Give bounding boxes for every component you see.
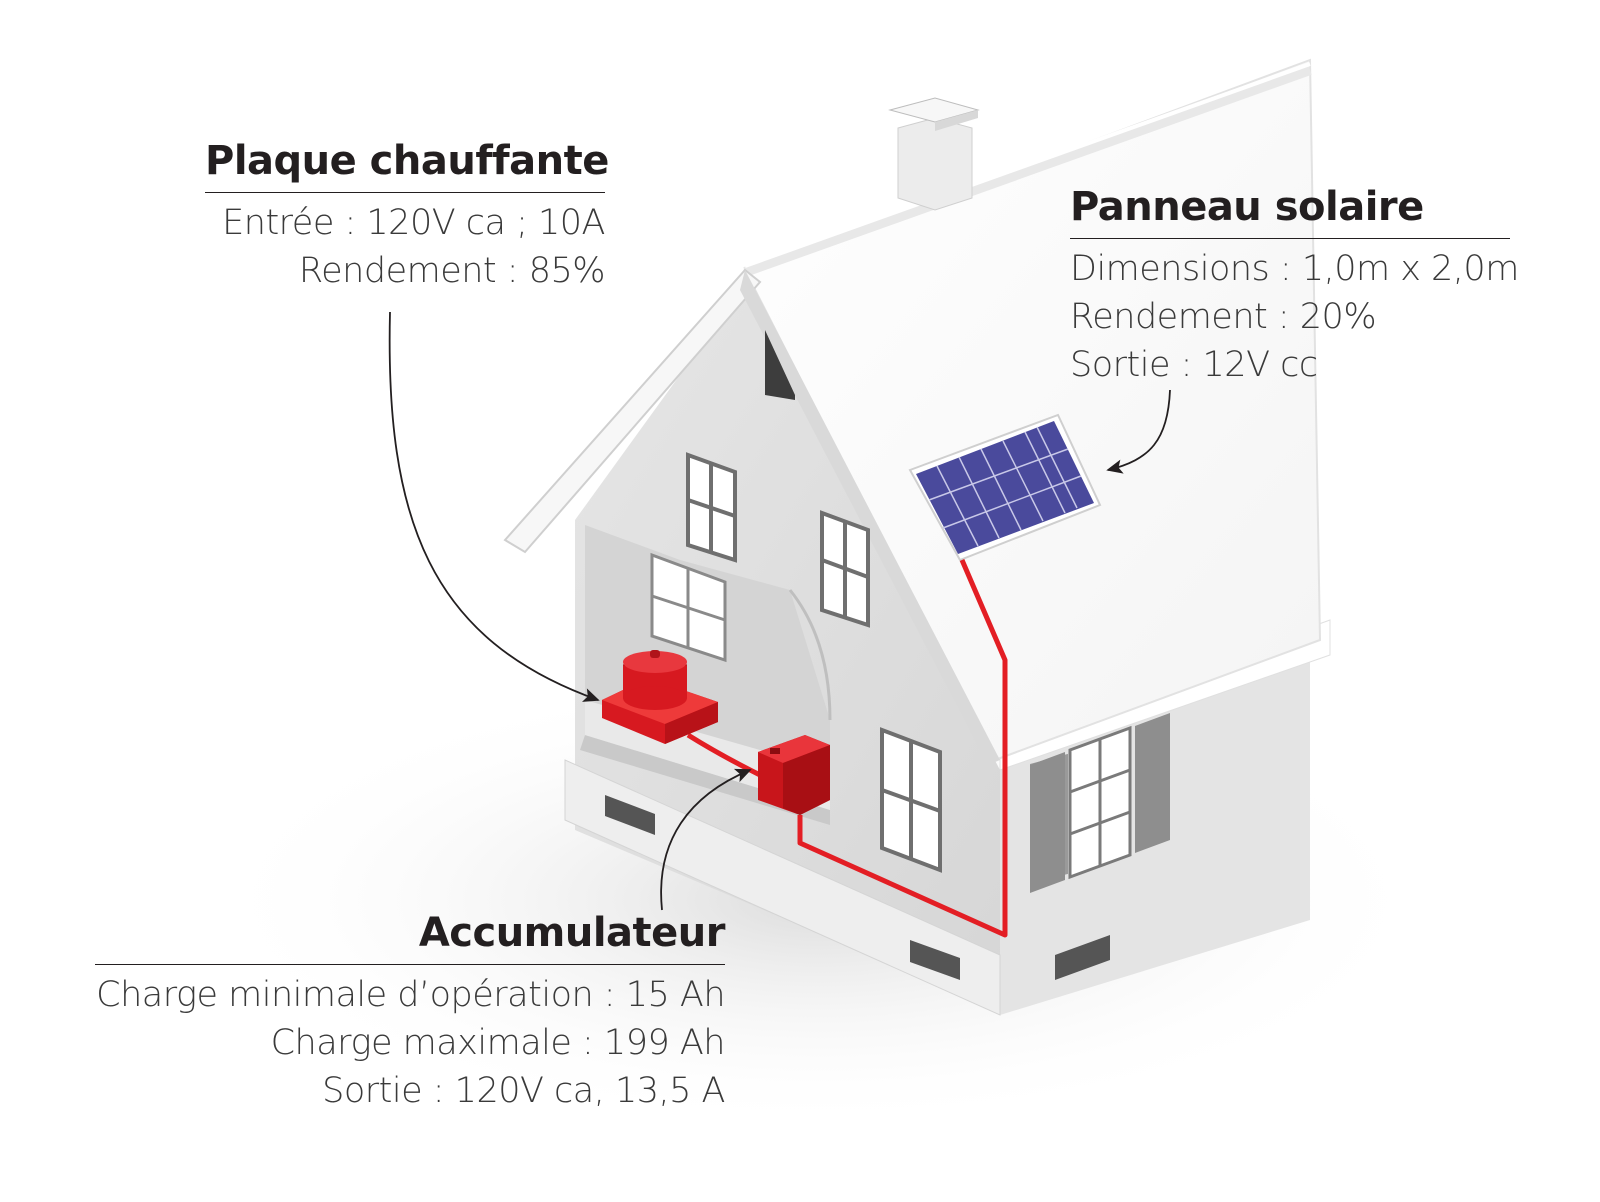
roof-ridge — [743, 62, 1312, 277]
foundation — [564, 759, 1001, 1016]
plaque-line: Entrée : 120V ca ; 10A — [222, 203, 605, 243]
callout-accumulateur: Accumulateur Charge minimale d’opération… — [95, 910, 726, 1115]
panneau-line: Sortie : 12V cc — [1070, 345, 1318, 385]
cutaway-room — [580, 525, 832, 825]
panneau-line: Rendement : 20% — [1070, 297, 1377, 337]
panneau-line: Dimensions : 1,0m x 2,0m — [1070, 249, 1519, 289]
plaque-line: Rendement : 85% — [298, 251, 606, 291]
plaque-title: Plaque chauffante — [205, 138, 609, 193]
leader-panneau — [1106, 389, 1171, 474]
panneau-title: Panneau solaire — [1070, 184, 1510, 239]
callout-panneau-solaire: Panneau solaire Dimensions : 1,0m x 2,0m… — [1070, 184, 1519, 389]
leader-plaque — [388, 311, 600, 702]
callout-plaque-chauffante: Plaque chauffante Entrée : 120V ca ; 10A… — [205, 138, 609, 295]
accu-line: Charge maximale : 199 Ah — [270, 1023, 726, 1063]
leader-accu — [660, 768, 752, 911]
power-wire — [686, 559, 1008, 938]
battery — [758, 735, 830, 815]
roof-overhang — [503, 268, 762, 554]
accu-line: Sortie : 120V ca, 13,5 A — [322, 1071, 725, 1111]
gable-windows — [686, 330, 942, 873]
chimney — [888, 97, 980, 211]
accu-line: Charge minimale d’opération : 15 Ah — [96, 975, 725, 1015]
accu-title: Accumulateur — [95, 910, 726, 965]
hot-plate — [602, 650, 718, 744]
solar-panel — [908, 413, 1102, 562]
